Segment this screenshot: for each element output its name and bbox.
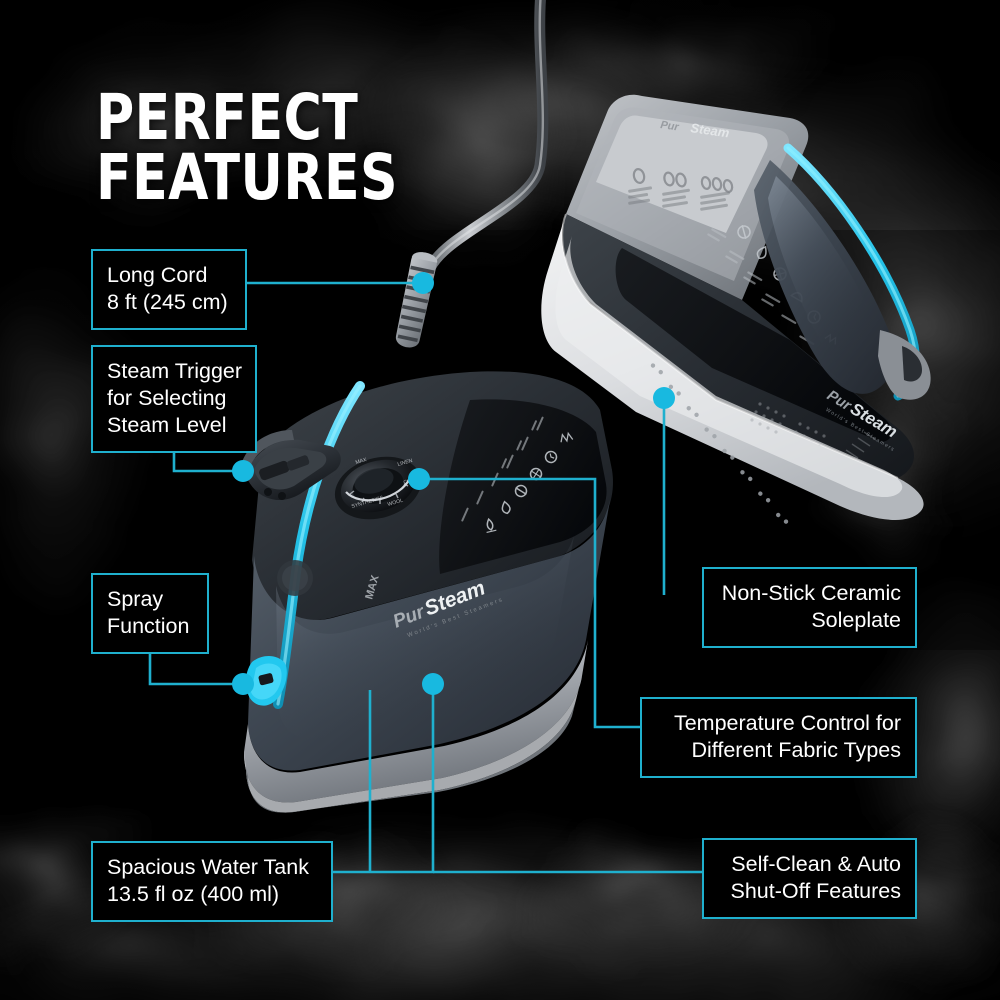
callout-self-clean-auto-shut-off[interactable]: Self-Clean & Auto Shut-Off Features <box>702 838 917 920</box>
callout-self-clean-line-2: Shut-Off Features <box>730 879 902 904</box>
svg-text:Pur: Pur <box>660 119 681 134</box>
callout-spacious-water-tank[interactable]: Spacious Water Tank 13.5 fl oz (400 ml) <box>91 841 333 923</box>
page-title: PERFECT FEATURES <box>96 81 399 214</box>
callout-long-cord-line-2: 8 ft (245 cm) <box>107 290 228 315</box>
callout-water-tank-line-2: 13.5 fl oz (400 ml) <box>107 882 280 907</box>
temperature-dial: SYNTHETICS WOOL COTTON LINEN MAX <box>334 456 426 520</box>
callout-non-stick-ceramic-soleplate[interactable]: Non-Stick Ceramic Soleplate <box>702 567 917 649</box>
callout-soleplate-line-1: Non-Stick Ceramic <box>721 581 901 605</box>
callout-steam-trigger[interactable]: Steam Trigger for Selecting Steam Level <box>91 345 257 454</box>
callout-spray-function-line-1: Spray <box>107 587 164 611</box>
callout-temperature-control[interactable]: Temperature Control for Different Fabric… <box>640 697 917 779</box>
steam-trigger <box>240 430 341 500</box>
callout-temperature-line-2: Different Fabric Types <box>691 738 901 763</box>
svg-text:LINEN: LINEN <box>397 458 414 468</box>
callout-soleplate-line-2: Soleplate <box>811 608 901 633</box>
callout-spray-function[interactable]: Spray Function <box>91 573 209 655</box>
svg-text:WOOL: WOOL <box>387 498 404 508</box>
callout-long-cord-line-1: Long Cord <box>107 263 208 287</box>
steam-vent-holes <box>650 363 877 524</box>
callout-water-tank-line-1: Spacious Water Tank <box>107 855 309 879</box>
callout-spray-function-line-2: Function <box>107 614 190 639</box>
title-line-1: PERFECT <box>96 81 359 154</box>
iron-soleplate-view: Pur Steam <box>541 94 931 524</box>
callout-steam-trigger-line-3: Steam Level <box>107 413 227 438</box>
power-cord <box>396 0 549 348</box>
callout-temperature-line-1: Temperature Control for <box>673 711 901 735</box>
callout-self-clean-line-1: Self-Clean & Auto <box>731 852 901 876</box>
callout-steam-trigger-line-1: Steam Trigger <box>107 359 243 383</box>
title-line-2: FEATURES <box>96 140 399 214</box>
svg-text:MAX: MAX <box>355 457 368 466</box>
svg-text:Steam: Steam <box>690 120 731 140</box>
iron-side-view: SYNTHETICS WOOL COTTON LINEN MAX <box>240 371 613 813</box>
callout-long-cord[interactable]: Long Cord 8 ft (245 cm) <box>91 249 247 331</box>
callout-steam-trigger-line-2: for Selecting <box>107 386 227 411</box>
